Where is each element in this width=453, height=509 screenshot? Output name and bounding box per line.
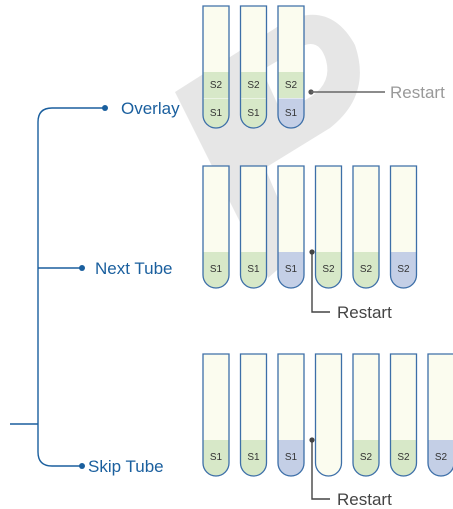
sample-label: S1 — [247, 264, 260, 275]
tube-row-skip-tube: S1 S1 S1 S2 S2 S2 — [203, 354, 453, 476]
sample-label: S1 — [247, 108, 260, 119]
sample-label: S2 — [247, 80, 260, 91]
branch-label-next-tube: Next Tube — [95, 259, 173, 278]
sample-label: S2 — [285, 80, 298, 91]
sample-label: S2 — [322, 264, 335, 275]
restart-label-overlay: Restart — [390, 83, 445, 102]
tube: S2 — [353, 166, 379, 288]
tube: S1 — [203, 166, 229, 288]
tube: S1 S2 — [241, 6, 267, 128]
sample-label: S2 — [360, 264, 373, 275]
sample-label: S2 — [397, 452, 410, 463]
tube: S1 — [241, 166, 267, 288]
sample-label: S2 — [397, 264, 410, 275]
branch-connector — [10, 108, 105, 466]
sample-label: S1 — [210, 452, 223, 463]
tube: S1 S2 — [203, 6, 229, 128]
sample-label: S1 — [285, 264, 298, 275]
tube: S1 S2 — [278, 6, 304, 128]
restart-label-next-tube: Restart — [337, 303, 392, 322]
branch-label-overlay: Overlay — [121, 99, 180, 118]
tube: S1 — [278, 354, 304, 476]
tube: S1 — [241, 354, 267, 476]
sample-label: S1 — [210, 264, 223, 275]
branch-dot-skip-tube — [79, 463, 85, 469]
sample-label: S1 — [285, 452, 298, 463]
tube — [316, 354, 342, 476]
sample-label: S1 — [210, 108, 223, 119]
tube: S2 — [353, 354, 379, 476]
sample-label: S1 — [285, 108, 298, 119]
sample-label: S1 — [247, 452, 260, 463]
branch-dot-next-tube — [79, 265, 85, 271]
tube: S1 — [278, 166, 304, 288]
tube: S1 — [203, 354, 229, 476]
sample-label: S2 — [435, 452, 448, 463]
tube: S2 — [391, 354, 417, 476]
tube: S2 — [391, 166, 417, 288]
restart-label-skip-tube: Restart — [337, 490, 392, 509]
tube: S2 — [428, 354, 453, 476]
branch-label-skip-tube: Skip Tube — [88, 457, 164, 476]
sample-label: S2 — [360, 452, 373, 463]
sample-label: S2 — [210, 80, 223, 91]
branch-dot-overlay — [102, 105, 108, 111]
tube: S2 — [316, 166, 342, 288]
